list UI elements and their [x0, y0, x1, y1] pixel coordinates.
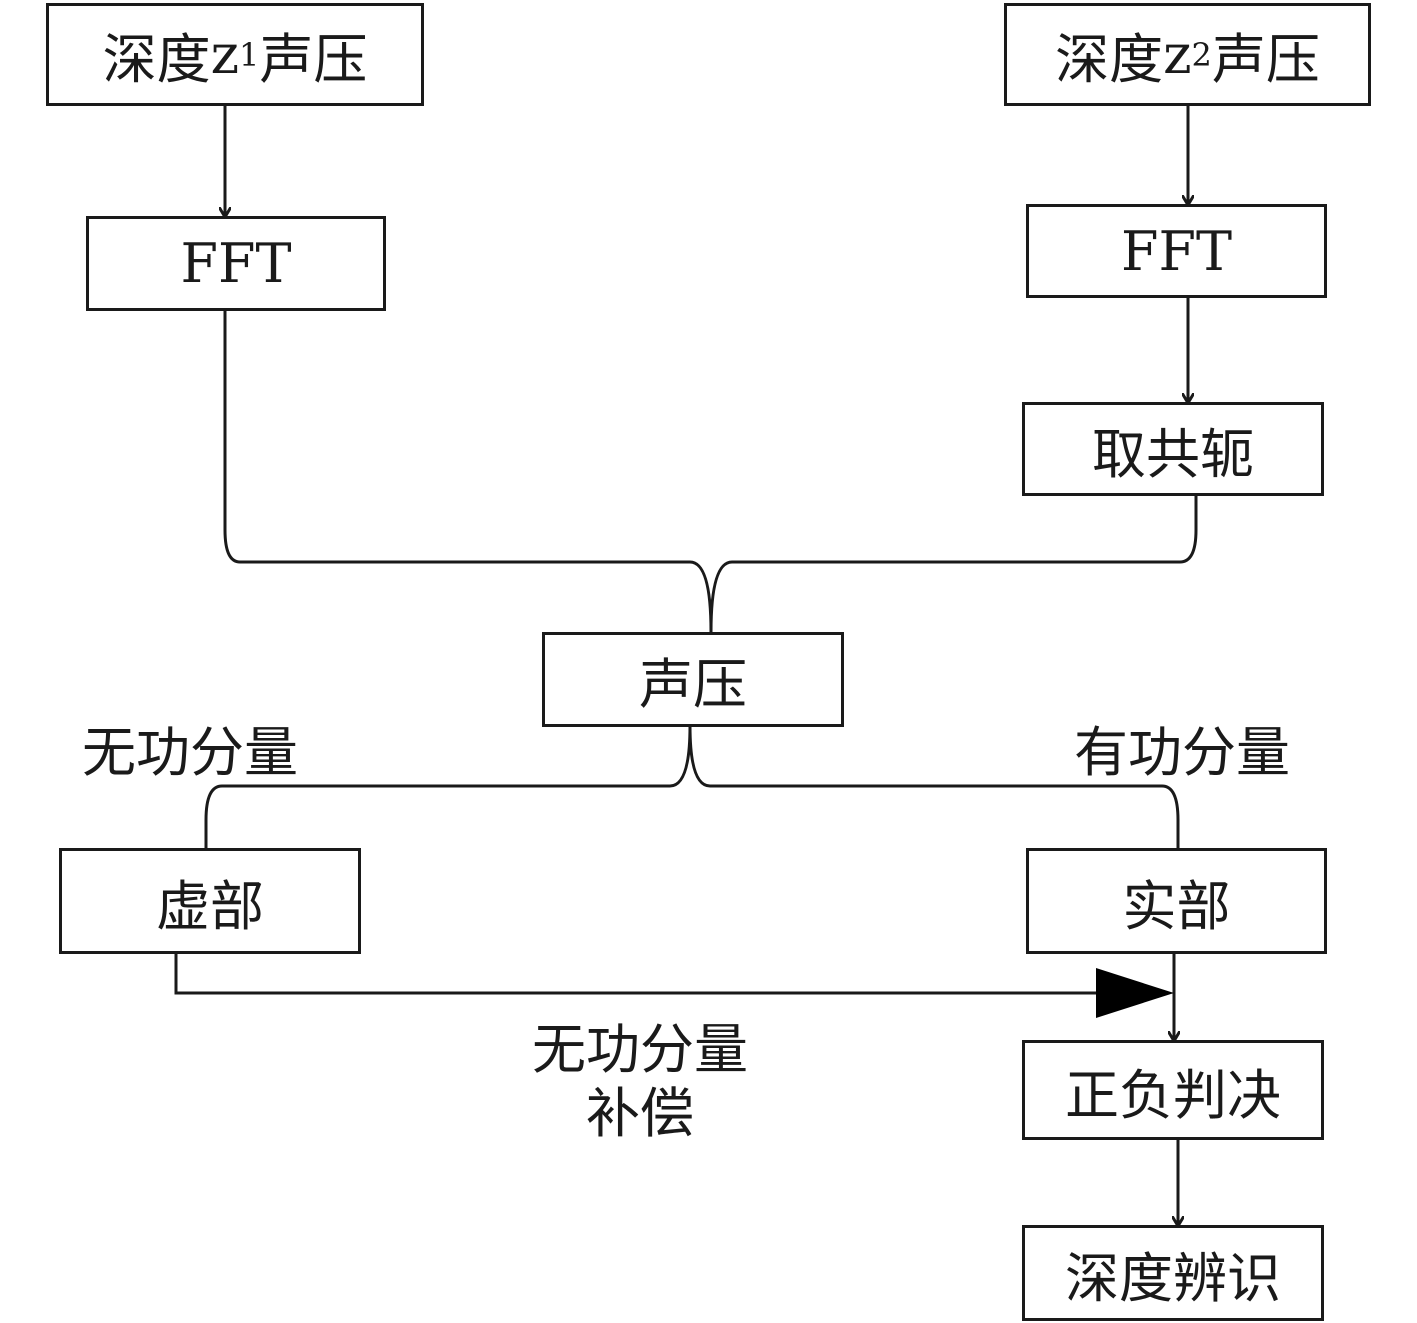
depth-z2-prefix: 深度 — [1055, 28, 1164, 91]
real-part-box: 实部 — [1026, 848, 1327, 954]
reactive-component-label: 无功分量 — [82, 721, 298, 784]
real-part-label: 实部 — [1122, 874, 1231, 938]
depth-identification-label: 深度辨识 — [1065, 1246, 1281, 1310]
sound-pressure-label: 声压 — [639, 653, 747, 716]
brace-right-branch — [709, 495, 1198, 633]
fft-right-box: FFT — [1026, 204, 1327, 298]
sign-decision-label: 正负判决 — [1065, 1063, 1281, 1127]
depth-z1-suffix: 声压 — [259, 28, 368, 91]
conjugate-label: 取共轭 — [1092, 422, 1254, 486]
brace-split-right — [688, 725, 1180, 848]
depth-z2-var: z — [1163, 23, 1192, 86]
active-component-label: 有功分量 — [1074, 721, 1290, 784]
conjugate-box: 取共轭 — [1022, 402, 1324, 496]
compensation-line — [174, 953, 1096, 995]
compensation-arrowhead — [1096, 968, 1174, 1018]
imaginary-part-box: 虚部 — [59, 848, 361, 954]
depth-z1-var: z — [210, 23, 240, 86]
fft-left-label: FFT — [180, 232, 292, 295]
depth-z2-suffix: 声压 — [1211, 28, 1320, 91]
depth-identification-box: 深度辨识 — [1022, 1225, 1324, 1321]
sound-pressure-box: 声压 — [542, 632, 844, 727]
fft-right-label: FFT — [1121, 219, 1232, 283]
brace-left-branch — [223, 310, 713, 633]
imaginary-part-label: 虚部 — [156, 874, 264, 938]
compensation-label: 无功分量 补偿 — [510, 1018, 770, 1146]
depth-z1-prefix: 深度 — [102, 28, 211, 91]
compensation-label-line1: 无功分量 — [532, 1018, 748, 1081]
fft-left-box: FFT — [86, 216, 386, 311]
compensation-label-line2: 补偿 — [586, 1082, 694, 1145]
brace-split-left — [204, 725, 692, 848]
sign-decision-box: 正负判决 — [1022, 1040, 1324, 1140]
